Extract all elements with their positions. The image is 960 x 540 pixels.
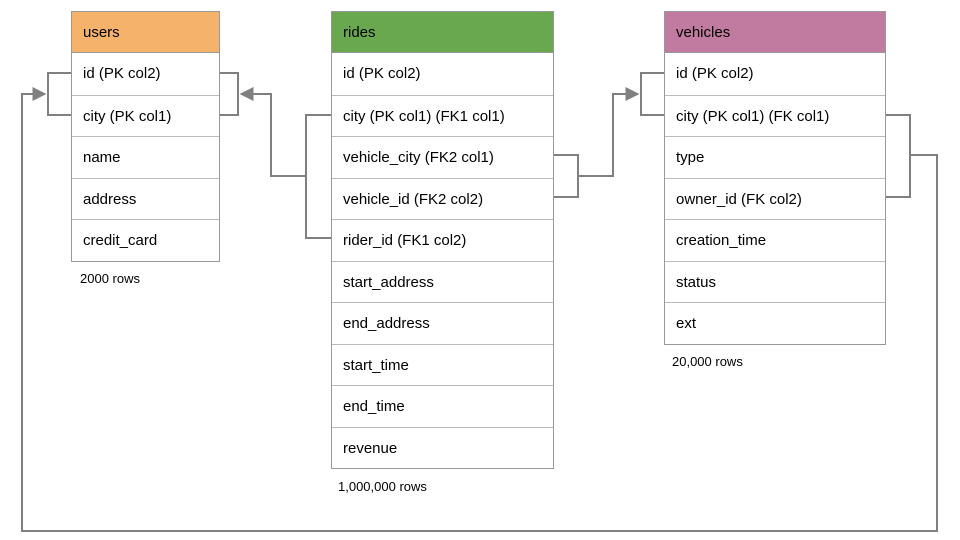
table-vehicles-column-city[interactable]: city (PK col1) (FK col1) [665,94,885,137]
wire-vehicles-right-bracket [886,114,911,198]
table-vehicles-column-ext[interactable]: ext [665,302,885,344]
table-rides[interactable]: rides id (PK col2) city (PK col1) (FK1 c… [331,11,554,469]
table-rides-column-rider-id[interactable]: rider_id (FK1 col2) [332,219,553,261]
table-vehicles-column-status[interactable]: status [665,260,885,303]
wire-vehicles-left-bracket [640,72,664,116]
table-users-column-address[interactable]: address [72,177,219,220]
table-users[interactable]: users id (PK col2) city (PK col1) name a… [71,11,220,262]
wire-rides-to-vehicles [578,87,640,177]
table-vehicles[interactable]: vehicles id (PK col2) city (PK col1) (FK… [664,11,886,345]
table-vehicles-row-count: 20,000 rows [672,354,743,369]
table-rides-column-city[interactable]: city (PK col1) (FK1 col1) [332,94,553,137]
wire-rides-to-users [239,87,306,177]
table-users-column-id[interactable]: id (PK col2) [83,65,161,82]
table-rides-column-revenue[interactable]: revenue [332,426,553,469]
table-rides-header: rides [332,12,553,53]
table-rides-row-count: 1,000,000 rows [338,479,427,494]
table-users-column-name[interactable]: name [72,136,219,178]
table-rides-column-vehicle-id[interactable]: vehicle_id (FK2 col2) [332,177,553,220]
table-rides-column-end-address[interactable]: end_address [332,302,553,344]
wire-rides-right-bracket [554,154,579,198]
table-vehicles-header: vehicles [665,12,885,53]
table-vehicles-column-owner-id[interactable]: owner_id (FK col2) [665,177,885,220]
wire-rides-left-bracket [305,114,331,239]
table-vehicles-column-type[interactable]: type [665,136,885,178]
table-vehicles-column-id[interactable]: id (PK col2) [676,65,754,82]
table-users-column-credit-card[interactable]: credit_card [72,219,219,261]
table-vehicles-column-creation-time[interactable]: creation_time [665,219,885,261]
table-users-row-count: 2000 rows [80,271,140,286]
wire-users-left-bracket [47,72,71,116]
table-rides-column-id[interactable]: id (PK col2) [343,65,421,82]
table-rides-column-start-address[interactable]: start_address [332,260,553,303]
table-rides-column-vehicle-city[interactable]: vehicle_city (FK2 col1) [332,136,553,178]
table-rides-column-start-time[interactable]: start_time [332,343,553,386]
table-users-header: users [72,12,219,53]
table-rides-column-end-time[interactable]: end_time [332,385,553,427]
wire-users-right-bracket [219,72,239,116]
table-users-column-city[interactable]: city (PK col1) [72,94,219,137]
